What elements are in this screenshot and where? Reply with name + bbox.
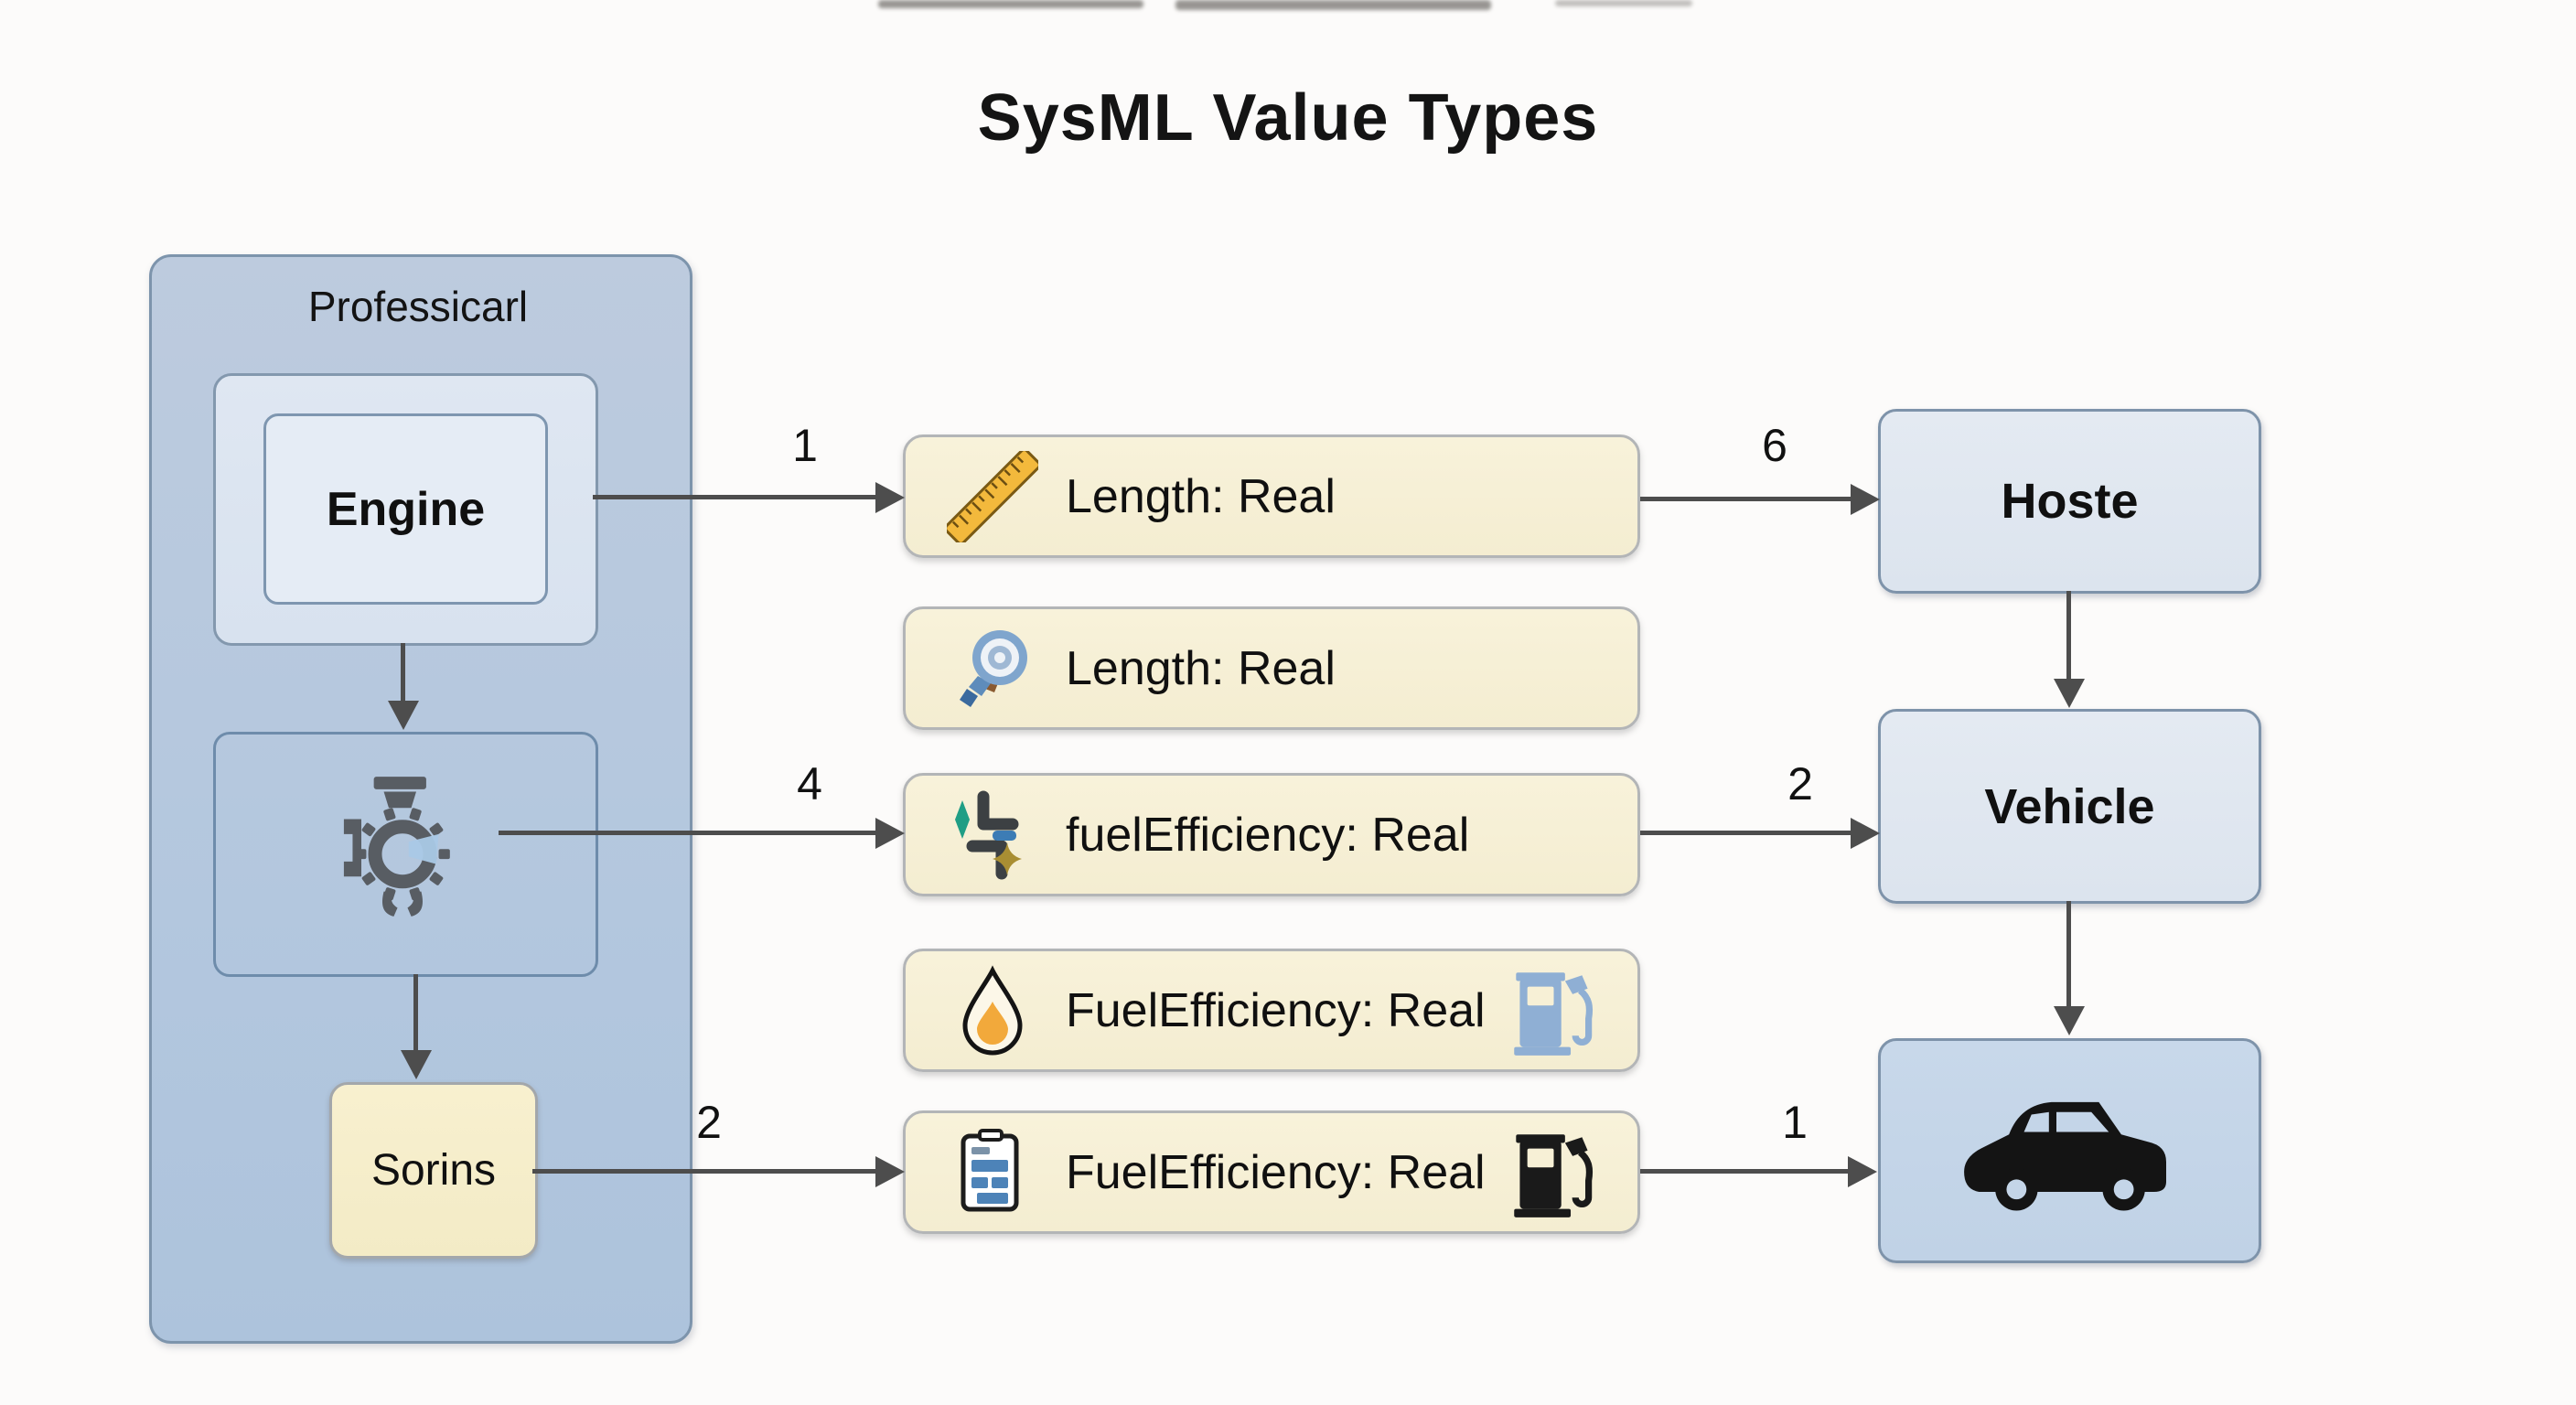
multiplicity-label: 1 <box>1782 1097 1808 1148</box>
sorins-box: Sorins <box>329 1082 538 1259</box>
multiplicity-label: 2 <box>696 1097 722 1148</box>
multiplicity-label: 6 <box>1762 420 1787 471</box>
hoste-box: Hoste <box>1878 409 2261 594</box>
hoste-label: Hoste <box>2001 474 2139 529</box>
multiplicity-label: 1 <box>792 420 818 471</box>
car-box <box>1878 1038 2261 1263</box>
engine-gear-box <box>213 732 598 977</box>
car-icon <box>1951 1082 2189 1219</box>
sorins-label: Sorins <box>370 1146 497 1195</box>
multiplicity-label: 4 <box>797 758 822 810</box>
sparkle-brackets-icon <box>947 789 1038 881</box>
vehicle-box: Vehicle <box>1878 709 2261 904</box>
engine-box: Engine <box>263 413 548 605</box>
fuel-pump-black-icon <box>1507 1128 1601 1222</box>
ruler-icon <box>947 450 1038 542</box>
clipboard-icon <box>947 1127 1038 1218</box>
value-label: FuelEfficiency: Real <box>1066 1145 1486 1199</box>
value-box-length-ruler: Length: Real <box>903 434 1640 558</box>
panel-title: Professicarl <box>307 283 529 330</box>
value-box-length-tape: Length: Real <box>903 606 1640 730</box>
tape-measure-icon <box>947 623 1038 714</box>
top-edge-artifact <box>878 0 1143 8</box>
multiplicity-label: 2 <box>1787 758 1813 810</box>
value-label: fuelEfficiency: Real <box>1066 808 1470 862</box>
top-edge-artifact <box>1555 0 1692 6</box>
value-box-fuel-efficiency-clipboard: FuelEfficiency: Real <box>903 1110 1640 1234</box>
diagram-title: SysML Value Types <box>977 81 1599 155</box>
value-label: Length: Real <box>1066 641 1336 695</box>
top-edge-artifact <box>1175 0 1491 10</box>
fuel-pump-blue-icon <box>1507 966 1601 1060</box>
value-box-fuel-efficiency-lower: fuelEfficiency: Real <box>903 773 1640 896</box>
value-box-fuel-efficiency-droplet: FuelEfficiency: Real <box>903 949 1640 1072</box>
value-label: FuelEfficiency: Real <box>1066 983 1486 1037</box>
vehicle-label: Vehicle <box>1984 778 2155 834</box>
value-label: Length: Real <box>1066 469 1336 523</box>
oil-droplet-icon <box>947 964 1038 1056</box>
engine-gear-icon <box>334 774 471 929</box>
engine-label: Engine <box>326 482 486 536</box>
